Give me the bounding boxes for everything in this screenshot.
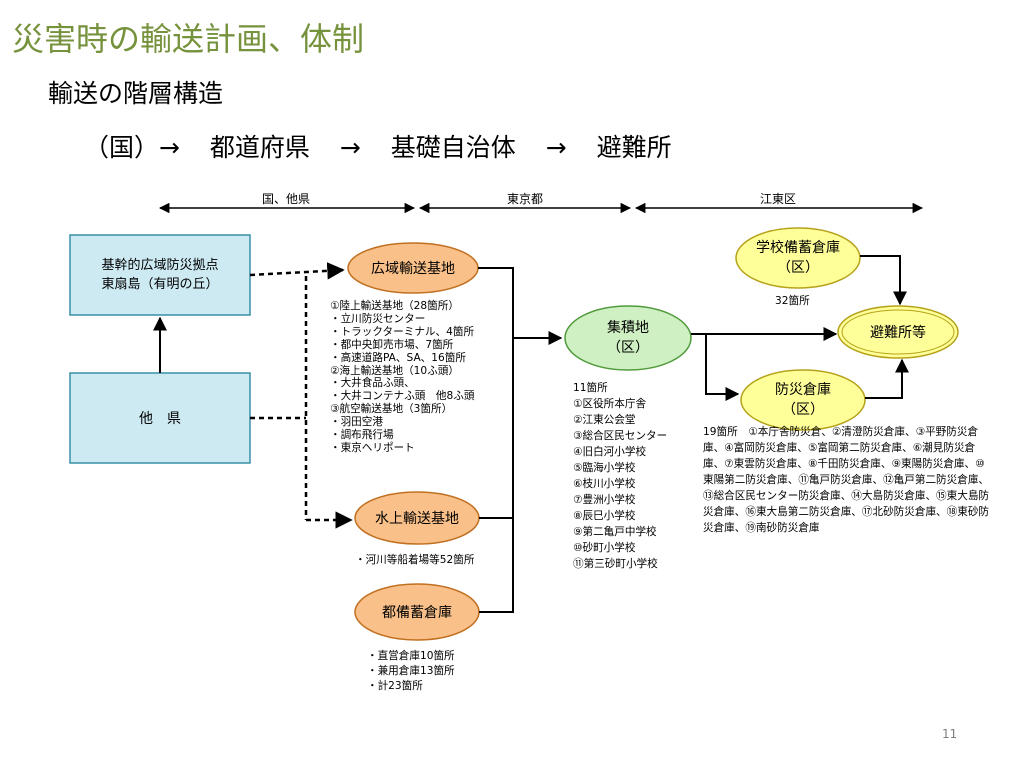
wide-area-note-line: ・立川防災センター bbox=[330, 312, 426, 325]
flow-prefecture: 都道府県 bbox=[209, 133, 310, 162]
wide-area-note-line: ①陸上輸送基地（28箇所） bbox=[330, 300, 459, 312]
disaster-storage-node bbox=[740, 369, 866, 431]
metro-storage-note-line: ・兼用倉庫13箇所 bbox=[367, 665, 455, 677]
collection-note-line: ⑨第二亀戸中学校 bbox=[573, 526, 657, 538]
page-number: 11 bbox=[942, 727, 958, 741]
collection-note-line: ⑦豊洲小学校 bbox=[573, 494, 636, 506]
flow-national: （国）→ bbox=[84, 133, 180, 162]
collection-note-line: 11箇所 bbox=[573, 382, 608, 394]
flow-shelter: 避難所 bbox=[596, 133, 672, 162]
wide-area-note-line: ・調布飛行場 bbox=[330, 429, 394, 442]
school-count-note: 32箇所 bbox=[775, 295, 810, 308]
hub-to-wide-dashed bbox=[249, 262, 345, 280]
header-koto: 江東区 bbox=[760, 192, 796, 206]
wide-area-note-line: ・大井食品ふ頭、 bbox=[330, 377, 415, 390]
shelter-label: 避難所等 bbox=[870, 324, 926, 341]
wide-area-note: ①陸上輸送基地（28箇所） ・立川防災センター ・トラックターミナル、4箇所 ・… bbox=[330, 300, 474, 455]
school-to-shelter-arrow bbox=[860, 255, 907, 306]
hierarchy-flow: （国）→ 都道府県 → 基礎自治体 → 避難所 bbox=[84, 128, 694, 164]
collection-note: 11箇所 ①区役所本庁舎 ②江東公会堂 ③総合区民センター ④旧白河小学校 ⑤臨… bbox=[573, 380, 667, 572]
collection-to-storage-arrow bbox=[705, 334, 740, 401]
wide-area-note-line: ・高速道路PA、SA、16箇所 bbox=[330, 351, 466, 364]
metro-storage-note: ・直営倉庫10箇所 ・兼用倉庫13箇所 ・計23箇所 bbox=[367, 649, 455, 694]
other-pref-label: 他 県 bbox=[139, 411, 181, 427]
header-national: 国、他県 bbox=[262, 192, 310, 206]
storage-to-shelter-arrow bbox=[865, 358, 909, 399]
base-hub-label-1: 基幹的広域防災拠点 bbox=[101, 257, 218, 273]
flow-municipality: 基礎自治体 bbox=[390, 133, 516, 162]
orange-bracket bbox=[478, 267, 514, 613]
metro-storage-label: 都備蓄倉庫 bbox=[382, 604, 452, 621]
header-tokyo: 東京都 bbox=[507, 192, 543, 206]
school-storage-label-2: （区） bbox=[777, 260, 819, 276]
collection-node bbox=[564, 305, 692, 371]
collection-note-line: ③総合区民センター bbox=[573, 430, 668, 442]
wide-area-note-line: ・都中央卸売市場、7箇所 bbox=[330, 338, 454, 351]
wide-area-note-line: ・大井コンテナふ頭 他8ふ頭 bbox=[330, 390, 475, 403]
school-storage-label-1: 学校備蓄倉庫 bbox=[756, 239, 840, 256]
collection-note-line: ①区役所本庁舎 bbox=[573, 398, 647, 410]
collection-label-2: （区） bbox=[607, 340, 649, 356]
other-pref-box bbox=[69, 372, 251, 464]
collection-note-line: ②江東公会堂 bbox=[573, 414, 636, 426]
base-hub-label-2: 東扇島（有明の丘） bbox=[101, 276, 218, 292]
collection-label-1: 集積地 bbox=[607, 319, 649, 336]
flow-arrow-2: → bbox=[545, 133, 567, 162]
subtitle: 輸送の階層構造 bbox=[48, 79, 224, 108]
wide-area-note-line: ・羽田空港 bbox=[330, 416, 383, 429]
water-note: ・河川等船着場等52箇所 bbox=[355, 554, 474, 567]
page-title: 災害時の輸送計画、体制 bbox=[12, 20, 365, 58]
disaster-storage-label-1: 防災倉庫 bbox=[775, 381, 831, 398]
disaster-storage-label-2: （区） bbox=[782, 402, 824, 418]
disaster-storage-note: 19箇所 ①本庁舎防災倉、②清澄防災倉庫、③平野防災倉庫、④富岡防災倉庫、⑤富岡… bbox=[703, 426, 990, 534]
collection-note-line: ④旧白河小学校 bbox=[573, 446, 647, 458]
wide-area-note-line: ③航空輸送基地（3箇所） bbox=[330, 403, 453, 416]
wide-area-note-line: ②海上輸送基地（10ふ頭） bbox=[330, 364, 459, 377]
wide-area-note-line: ・東京ヘリポート bbox=[330, 441, 415, 454]
flow-arrow-1: → bbox=[339, 133, 361, 162]
wide-area-note-line: ・トラックターミナル、4箇所 bbox=[330, 325, 475, 338]
collection-note-line: ⑩砂町小学校 bbox=[573, 542, 636, 554]
collection-note-line: ⑪第三砂町小学校 bbox=[573, 558, 658, 570]
collection-note-line: ⑧辰巳小学校 bbox=[573, 510, 636, 522]
shelter-node-inner bbox=[841, 309, 955, 355]
base-hub-box bbox=[69, 234, 251, 316]
school-count-line: 32箇所 bbox=[775, 295, 810, 307]
metro-storage-note-line: ・直営倉庫10箇所 bbox=[367, 650, 455, 662]
wide-area-label: 広域輸送基地 bbox=[371, 260, 455, 277]
water-label: 水上輸送基地 bbox=[375, 510, 459, 527]
metro-storage-note-line: ・計23箇所 bbox=[367, 680, 423, 692]
school-storage-node bbox=[735, 227, 861, 289]
collection-note-line: ⑤臨海小学校 bbox=[573, 462, 636, 474]
water-note-line: ・河川等船着場等52箇所 bbox=[355, 554, 475, 566]
shelter-node bbox=[837, 305, 959, 359]
collection-note-line: ⑥枝川小学校 bbox=[573, 478, 636, 490]
